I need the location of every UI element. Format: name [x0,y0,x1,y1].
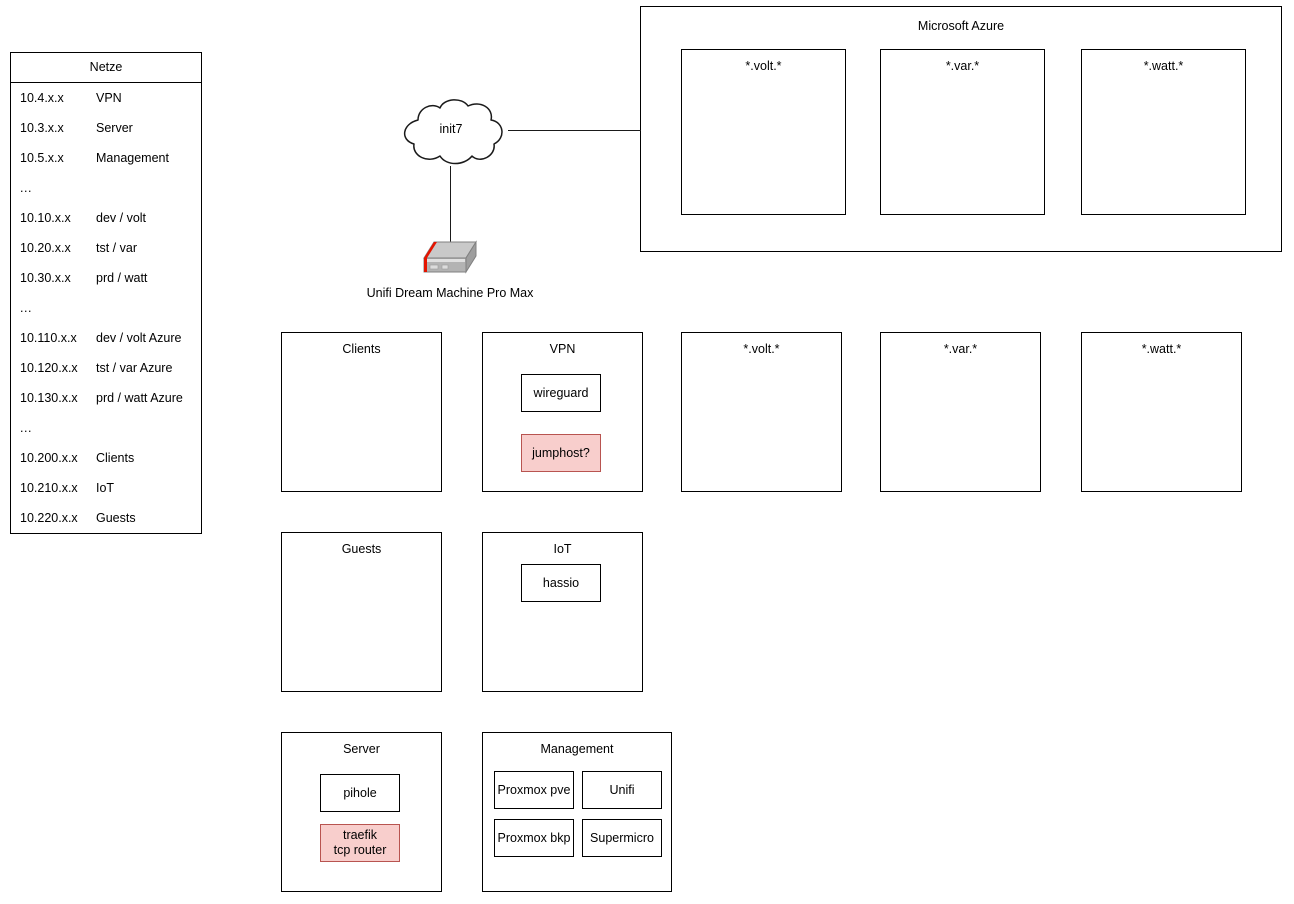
netze-cidr: 10.110.x.x [20,331,77,345]
table-row-separator: ... [11,413,201,443]
link-cloud-to-azure [508,130,641,131]
router-label: Unifi Dream Machine Pro Max [366,286,534,300]
table-row: 10.5.x.x Management [11,143,201,173]
service-unifi[interactable]: Unifi [582,771,662,809]
service-supermicro[interactable]: Supermicro [582,819,662,857]
zone-vpn: VPN wireguard jumphost? [482,332,643,492]
table-row-separator: ... [11,173,201,203]
zone-title: Server [343,742,380,756]
netze-label: Guests [96,511,136,525]
netze-cidr: 10.20.x.x [20,241,71,255]
netze-label: tst / var [96,241,137,255]
netze-cidr: 10.210.x.x [20,481,78,495]
zone-management: Management Proxmox pve Unifi Proxmox bkp… [482,732,672,892]
netze-cidr: 10.220.x.x [20,511,78,525]
zone-watt: *.watt.* [1081,332,1242,492]
netze-label: prd / watt Azure [96,391,183,405]
zone-clients: Clients [281,332,442,492]
netze-label: Management [96,151,169,165]
service-hassio[interactable]: hassio [521,564,601,602]
azure-subnet-title: *.var.* [945,59,980,73]
internet-cloud: init7 [388,96,514,168]
netze-label: VPN [96,91,122,105]
netze-cidr: 10.30.x.x [20,271,71,285]
zone-title: *.var.* [943,342,978,356]
table-row: 10.120.x.x tst / var Azure [11,353,201,383]
table-row: 10.4.x.x VPN [11,83,201,113]
netze-cidr: 10.120.x.x [20,361,78,375]
router-device-icon [420,238,480,280]
cloud-label: init7 [439,122,463,136]
netze-label: Clients [96,451,135,465]
netze-cidr: 10.3.x.x [20,121,64,135]
netze-table: Netze 10.4.x.x VPN 10.3.x.x Server 10.5.… [10,52,202,534]
azure-subnet-volt: *.volt.* [681,49,846,215]
cloud-icon [404,99,503,165]
zone-iot: IoT hassio [482,532,643,692]
netze-cidr: 10.130.x.x [20,391,78,405]
azure-container: Microsoft Azure *.volt.* *.var.* *.watt.… [640,6,1282,252]
netze-label: tst / var Azure [96,361,173,375]
zone-server: Server pihole traefik tcp router [281,732,442,892]
azure-subnet-title: *.watt.* [1143,59,1184,73]
netze-label: prd / watt [96,271,148,285]
service-traefik-tcp-router[interactable]: traefik tcp router [320,824,400,862]
service-jumphost[interactable]: jumphost? [521,434,601,472]
netze-cidr: 10.200.x.x [20,451,78,465]
zone-title: *.volt.* [743,342,780,356]
netze-table-header: Netze [11,53,201,83]
netze-label: dev / volt [96,211,147,225]
netze-cidr: 10.10.x.x [20,211,71,225]
table-row: 10.3.x.x Server [11,113,201,143]
table-row: 10.110.x.x dev / volt Azure [11,323,201,353]
netze-cidr: 10.5.x.x [20,151,64,165]
netze-ellipsis: ... [20,181,32,195]
table-row: 10.30.x.x prd / watt [11,263,201,293]
service-proxmox-bkp[interactable]: Proxmox bkp [494,819,574,857]
zone-title: VPN [549,342,576,356]
netze-label: IoT [96,481,115,495]
netze-label: Server [96,121,133,135]
azure-title: Microsoft Azure [917,19,1005,33]
netze-ellipsis: ... [20,301,32,315]
zone-title: *.watt.* [1141,342,1182,356]
service-wireguard[interactable]: wireguard [521,374,601,412]
zone-title: Management [540,742,614,756]
table-row: 10.210.x.x IoT [11,473,201,503]
netze-label: dev / volt Azure [96,331,182,345]
link-cloud-to-router [450,166,451,242]
zone-title: IoT [553,542,572,556]
netze-ellipsis: ... [20,421,32,435]
azure-subnet-var: *.var.* [880,49,1045,215]
zone-title: Guests [341,542,382,556]
azure-subnet-title: *.volt.* [745,59,782,73]
table-row: 10.130.x.x prd / watt Azure [11,383,201,413]
table-row-separator: ... [11,293,201,323]
table-row: 10.220.x.x Guests [11,503,201,533]
azure-subnet-watt: *.watt.* [1081,49,1246,215]
service-pihole[interactable]: pihole [320,774,400,812]
netze-cidr: 10.4.x.x [20,91,64,105]
table-row: 10.200.x.x Clients [11,443,201,473]
zone-guests: Guests [281,532,442,692]
unifi-dream-machine-icon [423,240,477,274]
service-proxmox-pve[interactable]: Proxmox pve [494,771,574,809]
zone-volt: *.volt.* [681,332,842,492]
zone-var: *.var.* [880,332,1041,492]
zone-title: Clients [342,342,381,356]
table-row: 10.20.x.x tst / var [11,233,201,263]
table-row: 10.10.x.x dev / volt [11,203,201,233]
